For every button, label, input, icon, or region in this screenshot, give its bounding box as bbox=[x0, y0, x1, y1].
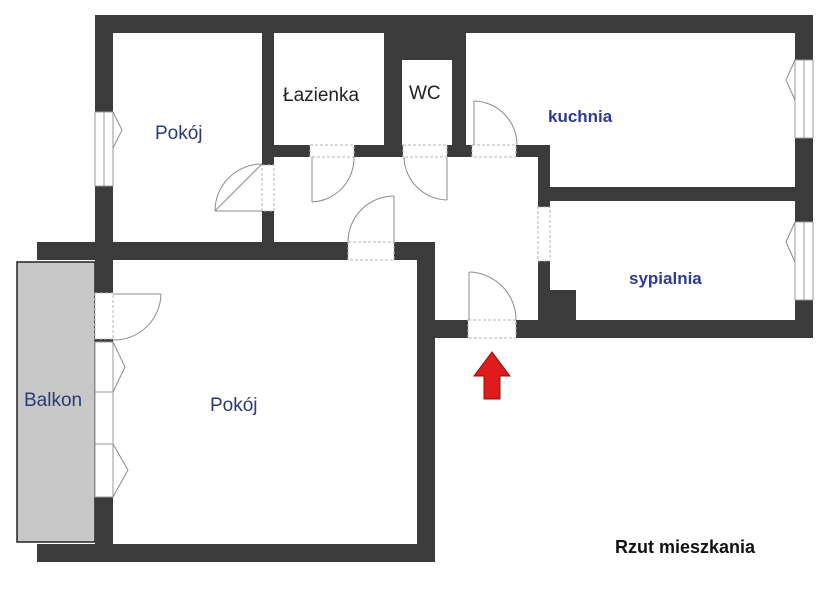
room-label-pokoj-large: Pokój bbox=[210, 395, 258, 416]
door-openings bbox=[94, 144, 551, 340]
room-label-balkon: Balkon bbox=[24, 390, 82, 411]
room-label-lazienka: Łazienka bbox=[283, 85, 359, 106]
door-swings bbox=[112, 59, 796, 498]
windows bbox=[94, 59, 814, 498]
room-label-sypialnia: sypialnia bbox=[629, 269, 702, 288]
room-label-pokoj-small: Pokój bbox=[155, 123, 203, 144]
up-arrow-icon bbox=[473, 351, 511, 400]
room-label-kuchnia: kuchnia bbox=[548, 107, 613, 126]
room-label-wc: WC bbox=[409, 83, 441, 104]
plan-caption: Rzut mieszkania bbox=[615, 537, 756, 557]
balcony-area bbox=[16, 261, 96, 543]
